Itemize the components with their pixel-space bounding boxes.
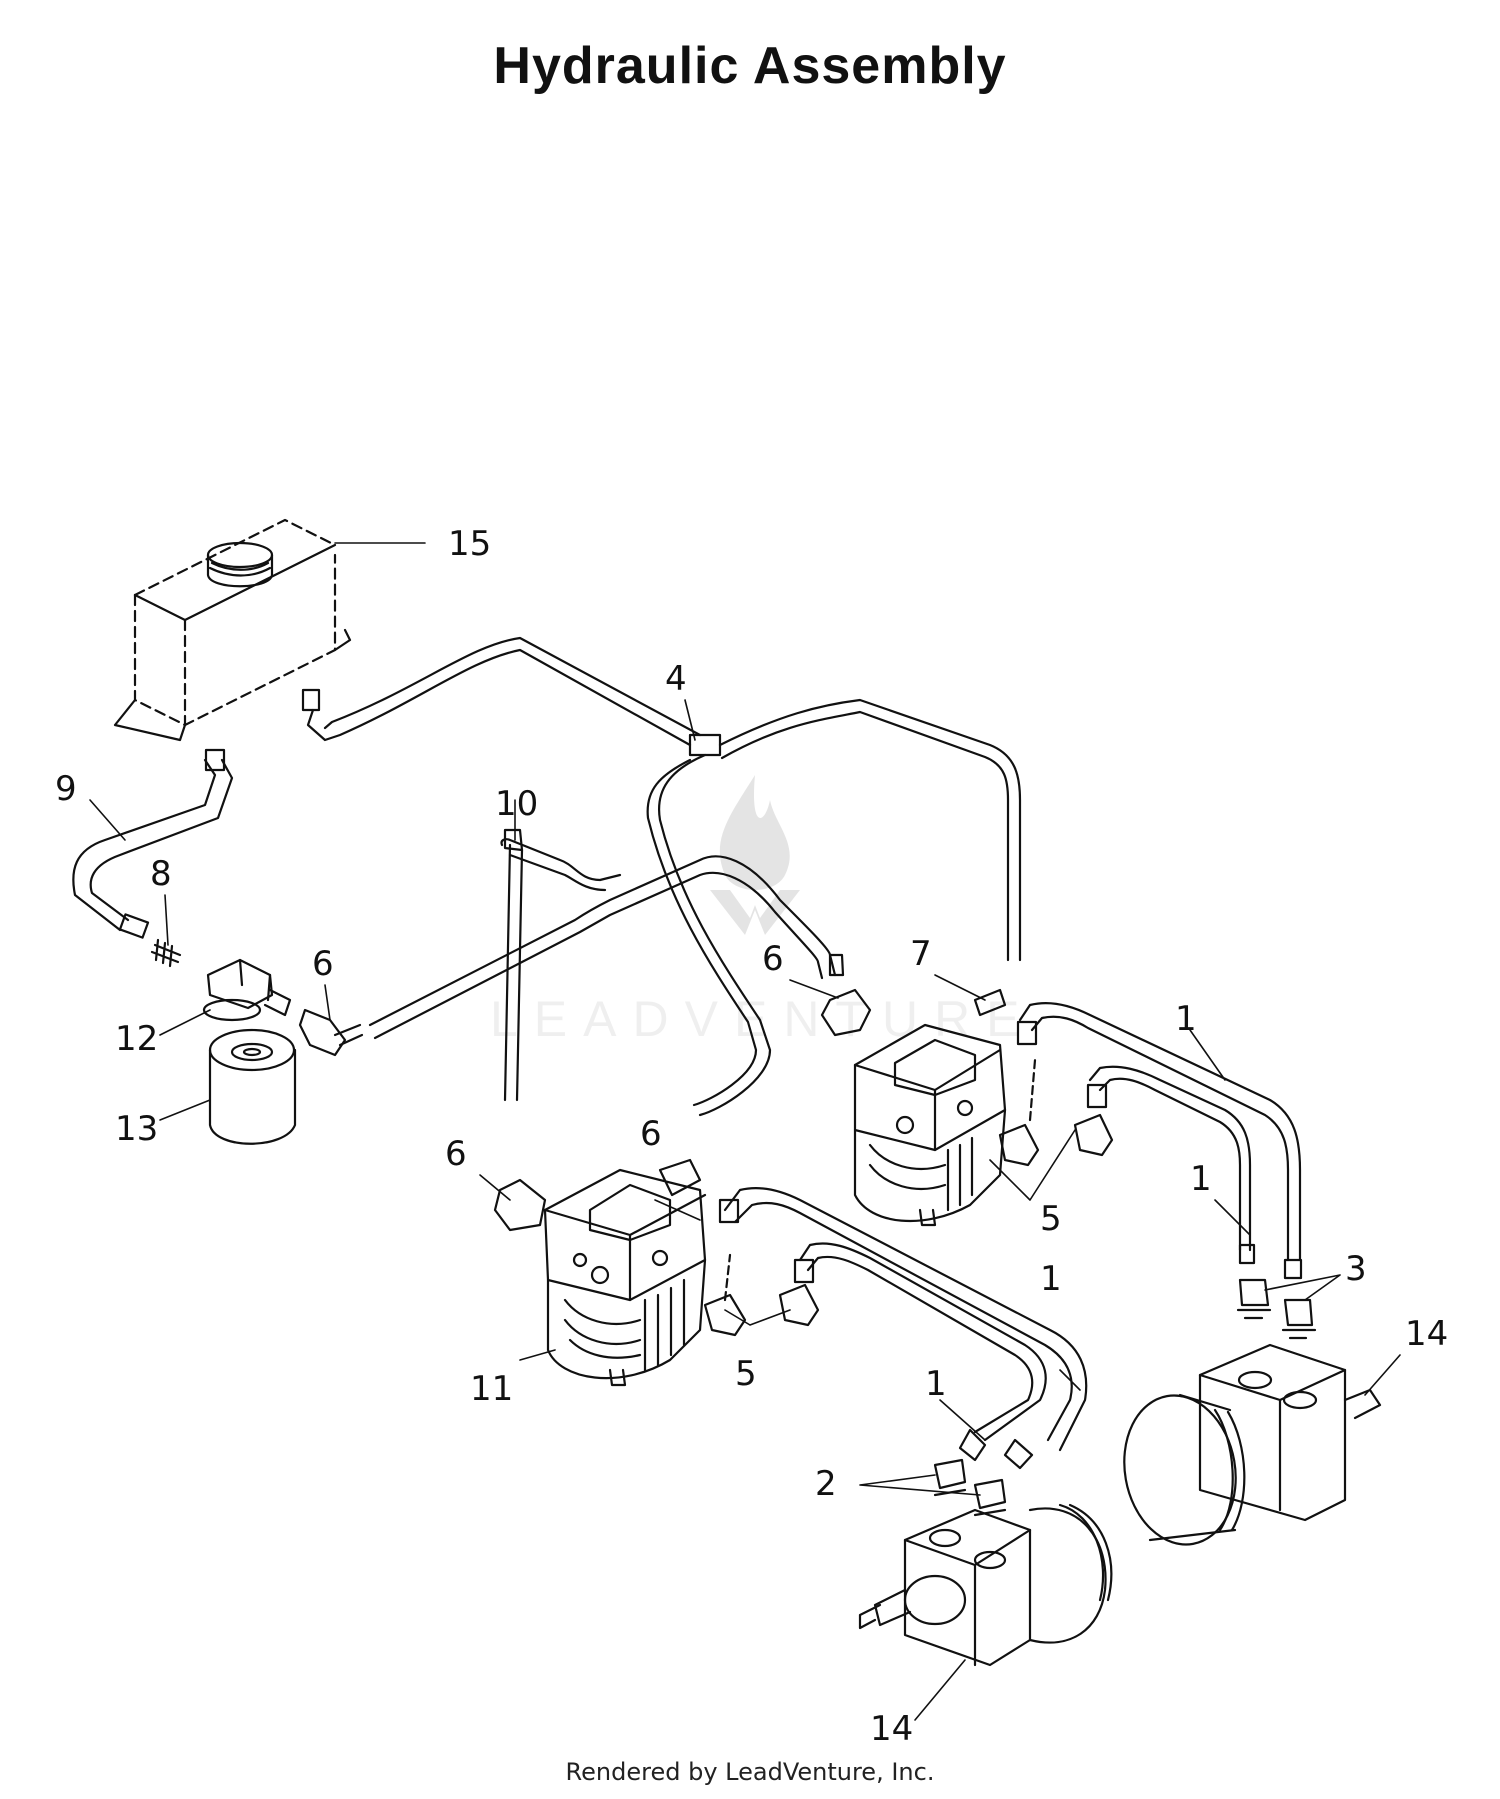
elbows-5 xyxy=(703,1058,1114,1337)
footer-credit: Rendered by LeadVenture, Inc. xyxy=(565,1758,935,1786)
callout-6-left: 6 xyxy=(445,1134,467,1174)
elbow-6-filter xyxy=(298,1008,364,1057)
hose-4 xyxy=(301,636,1022,1117)
reservoir-tank xyxy=(113,518,352,742)
callout-5-left: 5 xyxy=(735,1354,757,1394)
callout-3: 3 xyxy=(1345,1249,1367,1289)
hose-9 xyxy=(72,748,234,939)
hose-10 xyxy=(368,828,837,1102)
fittings-2 xyxy=(933,1458,1007,1517)
callout-2: 2 xyxy=(815,1464,837,1504)
leadventure-watermark-text: LEADVENTURE xyxy=(490,991,1036,1047)
callout-6-upper: 6 xyxy=(762,939,784,979)
callout-8: 8 xyxy=(150,854,172,894)
callout-13: 13 xyxy=(115,1109,158,1149)
hoses-1-right xyxy=(1016,1001,1303,1280)
filter-13 xyxy=(208,1028,297,1145)
callout-1-bottom: 1 xyxy=(925,1364,947,1404)
filter-head-12 xyxy=(202,958,292,1022)
callout-14-left: 14 xyxy=(870,1709,913,1749)
callout-7: 7 xyxy=(910,934,932,974)
callout-1-lower: 1 xyxy=(1040,1259,1062,1299)
fitting-8 xyxy=(150,938,182,968)
callout-11: 11 xyxy=(470,1369,513,1409)
callout-6-filter: 6 xyxy=(312,944,334,984)
motor-14-right xyxy=(1123,1343,1382,1546)
callout-12: 12 xyxy=(115,1019,158,1059)
elbows-6-pumps xyxy=(493,953,1007,1232)
callout-6-center: 6 xyxy=(640,1114,662,1154)
leader-lines xyxy=(89,542,1401,1721)
fittings-3 xyxy=(1236,1278,1317,1340)
callout-10: 10 xyxy=(495,784,538,824)
diagram-title: Hydraulic Assembly xyxy=(493,37,1007,95)
pump-right xyxy=(853,1023,1007,1227)
callout-15: 15 xyxy=(448,524,491,564)
callout-1-upper: 1 xyxy=(1175,999,1197,1039)
callout-5-right: 5 xyxy=(1040,1199,1062,1239)
callout-9: 9 xyxy=(55,769,77,809)
callout-1-mid: 1 xyxy=(1190,1159,1212,1199)
motor-14-left xyxy=(858,1503,1113,1667)
callout-14-right: 14 xyxy=(1405,1314,1448,1354)
pump-11 xyxy=(543,1168,707,1387)
hoses-1-left xyxy=(718,1186,1088,1470)
callout-4: 4 xyxy=(665,659,687,699)
callout-labels: 15 4 9 10 8 6 6 7 12 13 1 1 5 3 6 6 5 1 … xyxy=(55,524,1448,1749)
